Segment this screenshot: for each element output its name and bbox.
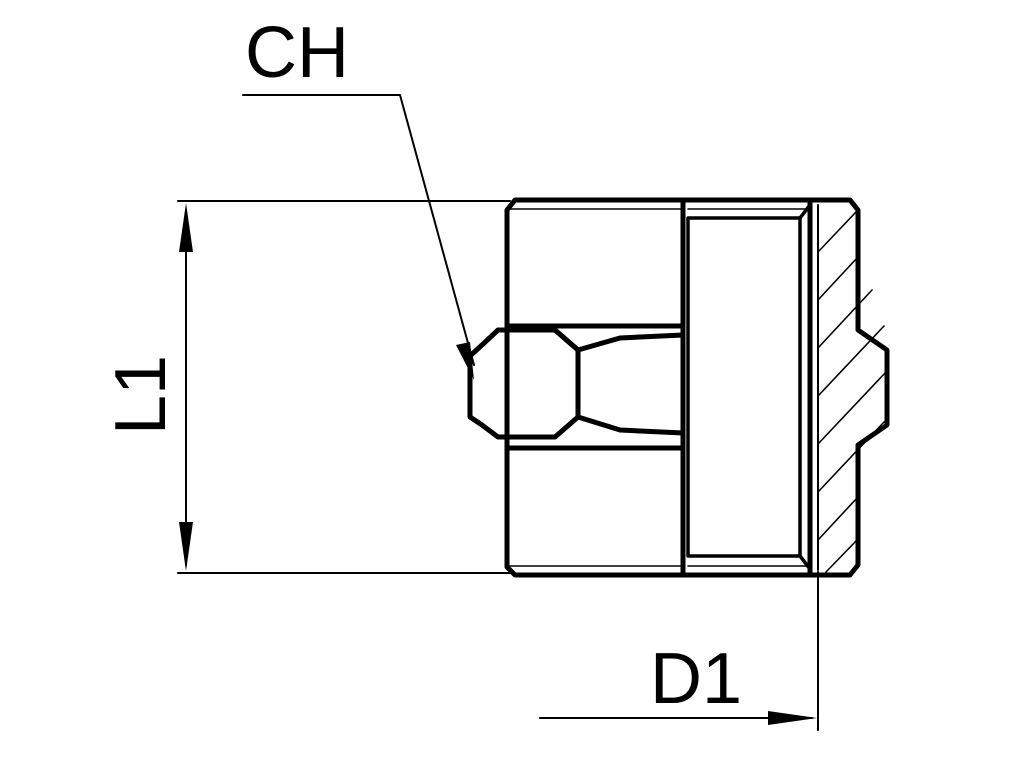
outlet-section-outline	[680, 197, 813, 578]
hex-nut-taper	[575, 332, 686, 436]
outlet-chamfer-bottom	[798, 554, 812, 571]
ch-label: CH	[245, 13, 349, 93]
ch-callout: CH	[242, 13, 475, 380]
d1-dimension: D1	[539, 571, 819, 731]
l1-arrow-top	[179, 203, 193, 252]
d1-arrow	[768, 711, 817, 725]
l1-label: L1	[101, 355, 181, 435]
l1-dimension: L1	[101, 200, 511, 574]
d1-label: D1	[650, 639, 742, 719]
hex-nut-edge-1	[552, 327, 581, 353]
ch-leader-arrowhead	[456, 342, 474, 380]
section-hatching	[817, 211, 887, 573]
hex-nut-face	[467, 327, 581, 440]
fitting-body	[467, 197, 890, 578]
l1-arrow-bottom	[179, 522, 193, 571]
outlet-inner-rect	[686, 216, 802, 558]
ch-leader-line	[242, 94, 475, 366]
outlet-chamfer-top	[798, 203, 812, 220]
flange-section-outline	[807, 197, 890, 578]
hex-body-outline	[504, 197, 686, 578]
